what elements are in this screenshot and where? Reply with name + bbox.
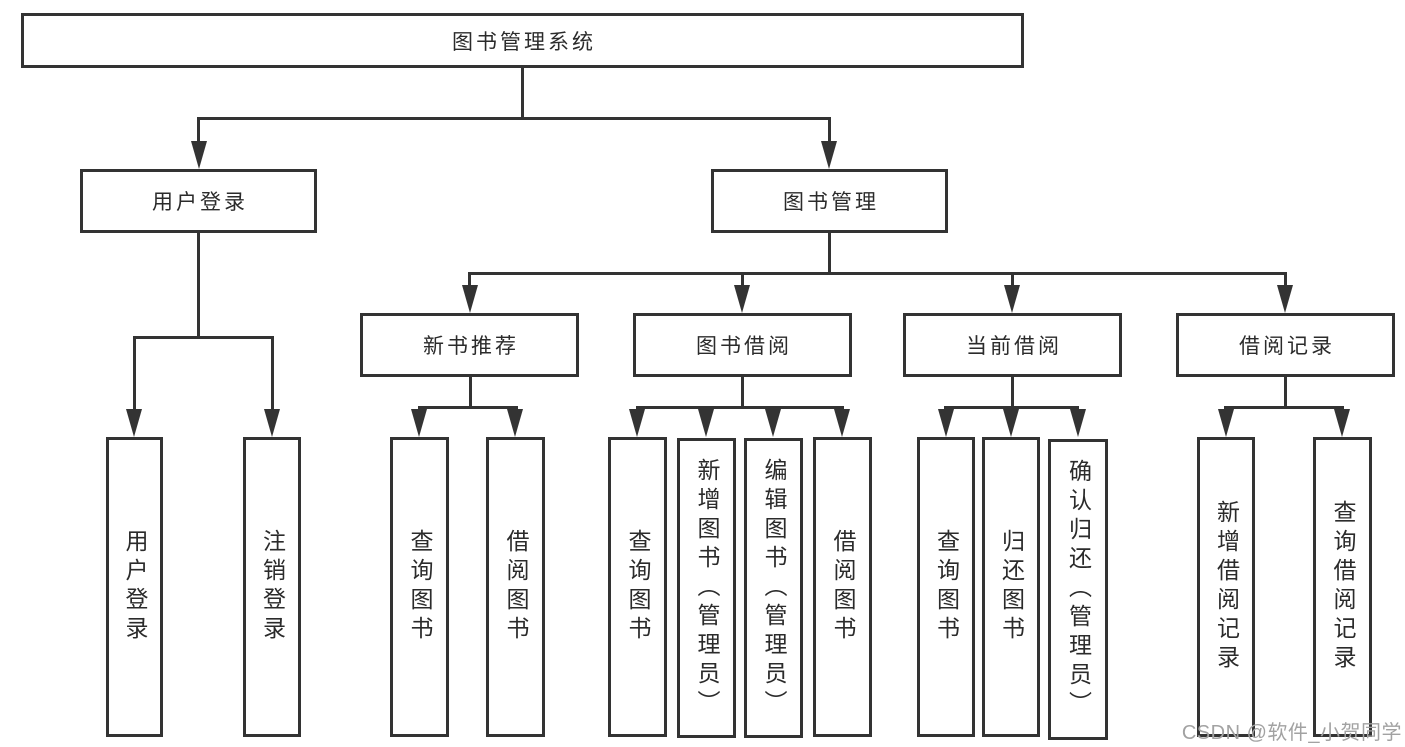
leaf-add-borrow-record: 新增借阅记录 [1197,437,1255,737]
connector-line [1284,377,1287,409]
arrow-down-icon [1277,285,1293,313]
node-current-borrowing: 当前借阅 [903,313,1122,377]
connector-line [133,336,136,410]
arrow-down-icon [1218,409,1234,437]
connector-line [271,336,274,410]
node-root-system: 图书管理系统 [21,13,1024,68]
node-label: 借阅图书 [503,529,529,645]
connector-line [197,233,200,339]
leaf-borrow-books-recommend: 借阅图书 [486,437,545,737]
leaf-query-books-borrowing: 查询图书 [608,437,667,737]
node-label: 图书管理 [783,191,879,214]
node-label: 当前借阅 [966,335,1062,358]
node-label: 新增图书（管理员） [694,457,720,719]
arrow-down-icon [1003,409,1019,437]
node-label: 注销登录 [259,529,286,645]
connector-line [521,68,524,120]
node-label: 确认归还（管理员） [1065,459,1092,720]
csdn-watermark: CSDN @软件_小贺同学 [1181,722,1402,744]
arrow-down-icon [1004,285,1020,313]
connector-line [1011,377,1014,409]
leaf-edit-books-admin: 编辑图书（管理员） [744,438,803,738]
node-label: 用户登录 [122,529,148,645]
arrow-down-icon [1334,409,1350,437]
node-new-book-recommend: 新书推荐 [360,313,579,377]
connector-line [468,272,1287,275]
arrow-down-icon [507,409,523,437]
node-label: 查询借阅记录 [1330,500,1356,674]
connector-line [636,406,844,409]
arrow-down-icon [1070,409,1086,437]
node-label: 借阅图书 [830,529,856,645]
connector-line [1011,272,1014,290]
leaf-query-books-current: 查询图书 [917,437,975,737]
connector-line [197,117,200,143]
node-label: 用户登录 [152,191,248,214]
connector-line [418,406,518,409]
leaf-user-login: 用户登录 [106,437,163,737]
node-book-borrowing: 图书借阅 [633,313,852,377]
node-label: 新增借阅记录 [1213,500,1240,674]
node-label: 查询图书 [407,529,433,645]
arrow-down-icon [264,409,280,437]
leaf-add-books-admin: 新增图书（管理员） [677,438,736,738]
leaf-query-books-recommend: 查询图书 [390,437,449,737]
leaf-confirm-return-admin: 确认归还（管理员） [1048,439,1108,740]
leaf-return-books: 归还图书 [982,437,1040,737]
arrow-down-icon [821,141,837,169]
node-user-login: 用户登录 [80,169,317,233]
connector-line [1224,406,1344,409]
arrow-down-icon [734,285,750,313]
arrow-down-icon [462,285,478,313]
leaf-logout: 注销登录 [243,437,301,737]
connector-line [828,233,831,275]
connector-line [828,117,831,143]
node-book-management: 图书管理 [711,169,948,233]
connector-line [741,377,744,409]
arrow-down-icon [765,409,781,437]
node-label: 借阅记录 [1239,335,1335,358]
node-label: 新书推荐 [423,335,519,358]
node-label: 归还图书 [998,529,1025,645]
connector-line [198,117,831,120]
arrow-down-icon [411,409,427,437]
connector-line [741,272,744,290]
leaf-query-borrow-record: 查询借阅记录 [1313,437,1372,737]
node-label: 图书借阅 [696,335,792,358]
leaf-borrow-books-borrowing: 借阅图书 [813,437,872,737]
arrow-down-icon [834,409,850,437]
connector-line [468,272,471,290]
arrow-down-icon [629,409,645,437]
arrow-down-icon [698,409,714,437]
node-label: 查询图书 [625,529,651,645]
connector-line [133,336,274,339]
node-label: 查询图书 [933,529,960,645]
node-label: 编辑图书（管理员） [761,457,787,719]
arrow-down-icon [938,409,954,437]
connector-line [469,377,472,409]
node-label: 图书管理系统 [452,30,596,54]
arrow-down-icon [126,409,142,437]
node-borrowing-records: 借阅记录 [1176,313,1395,377]
connector-line [1284,272,1287,290]
arrow-down-icon [191,141,207,169]
